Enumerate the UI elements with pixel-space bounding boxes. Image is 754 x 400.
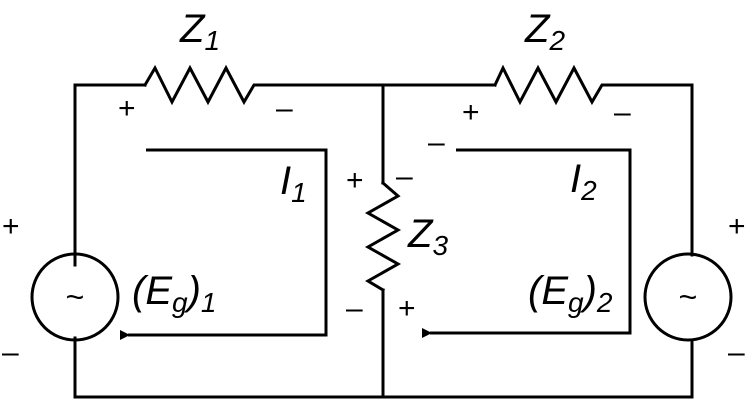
source1-minus-sign: – bbox=[2, 336, 19, 369]
label-z1: Z1 bbox=[179, 7, 220, 56]
z3-bottom-minus-sign: – bbox=[346, 292, 363, 325]
top-wire-right bbox=[608, 83, 694, 257]
wires bbox=[73, 83, 694, 399]
z1-minus-sign: – bbox=[276, 92, 293, 125]
loop-current-1-arrow bbox=[120, 148, 328, 340]
label-eg2: (Eg)2 bbox=[528, 269, 613, 318]
source1-plus-sign: + bbox=[2, 210, 20, 243]
loop2-minus-sign: – bbox=[428, 126, 445, 159]
label-i1: I1 bbox=[280, 159, 307, 208]
top-wire-left bbox=[73, 83, 147, 267]
z2-minus-sign: – bbox=[614, 96, 631, 129]
source-2: ~ bbox=[643, 252, 733, 342]
z3-top-minus-sign: – bbox=[396, 160, 413, 193]
z1-plus-sign: + bbox=[118, 92, 136, 125]
source2-minus-sign: – bbox=[728, 336, 745, 369]
z2-plus-sign: + bbox=[462, 96, 480, 129]
resistor-z3 bbox=[364, 180, 402, 293]
label-z3: Z3 bbox=[407, 212, 448, 261]
source-1-symbol: ~ bbox=[66, 279, 85, 315]
source-2-symbol: ~ bbox=[679, 279, 698, 315]
source2-plus-sign: + bbox=[728, 210, 746, 243]
loop-current-2-arrow bbox=[422, 148, 632, 338]
z3-top-plus-sign: + bbox=[346, 164, 364, 197]
label-eg1: (Eg)1 bbox=[132, 269, 216, 318]
source-1: ~ bbox=[30, 252, 120, 342]
z3-bottom-plus-sign: + bbox=[398, 292, 416, 325]
label-i2: I2 bbox=[570, 157, 597, 206]
resistor-z2 bbox=[493, 64, 612, 106]
resistor-z1 bbox=[142, 64, 264, 106]
label-z2: Z2 bbox=[524, 7, 565, 56]
polarity-signs: + – + – – + – – + + – + – bbox=[2, 92, 746, 369]
bottom-wire bbox=[73, 336, 694, 399]
